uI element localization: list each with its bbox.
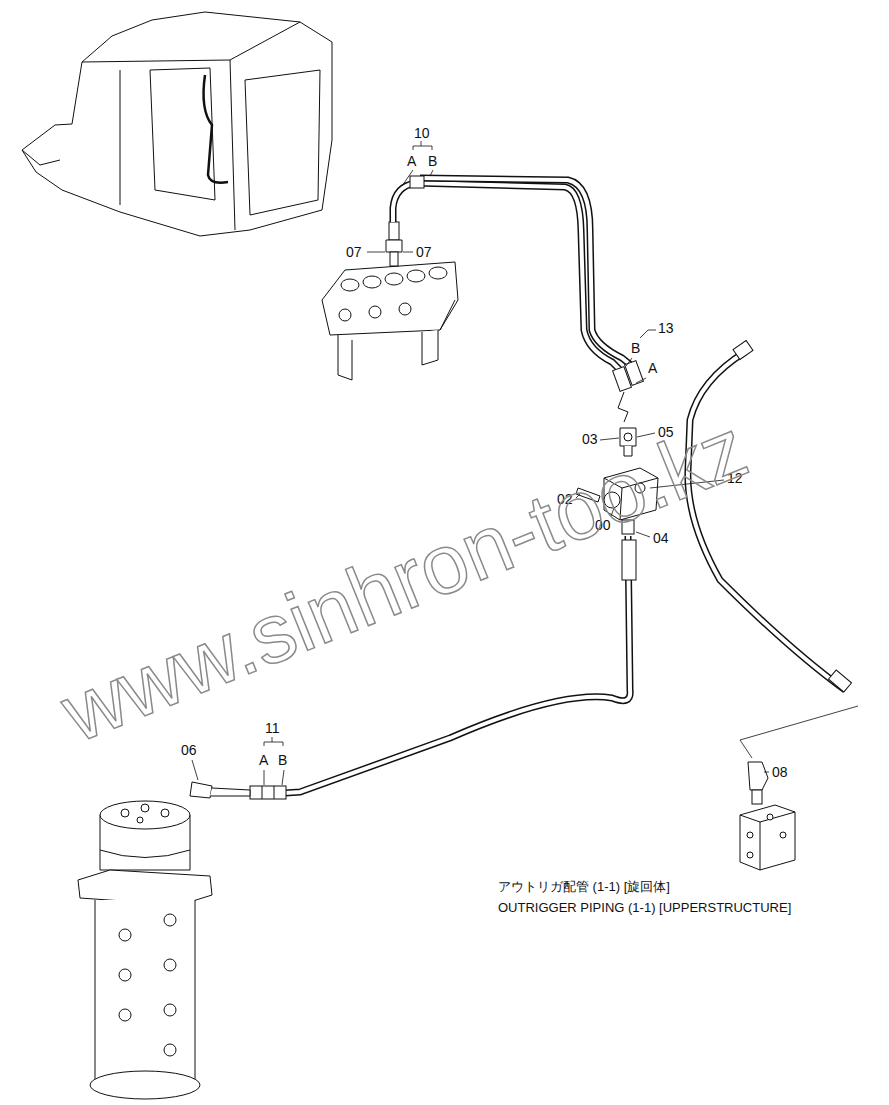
- cab-hose: [204, 75, 228, 183]
- sub-letter: A: [406, 153, 417, 169]
- valve-block: [322, 262, 458, 380]
- hose-right: [688, 340, 852, 692]
- elbow-08-and-block: [740, 762, 795, 870]
- sub-letter: B: [277, 752, 288, 768]
- sub-letter: B: [427, 153, 438, 169]
- callout-number: 08: [771, 764, 789, 780]
- coupler-13: [613, 361, 644, 422]
- leader-lines: [192, 141, 858, 785]
- sub-letter: A: [258, 752, 269, 768]
- caption-english: OUTRIGGER PIPING (1-1) [UPPERSTRUCTURE]: [497, 900, 792, 916]
- sub-letter: A: [647, 360, 658, 376]
- callout-number: 03: [581, 431, 599, 447]
- watermark: www.sinhron-too.kz: [50, 402, 759, 758]
- callout-number: 06: [180, 742, 198, 758]
- callout-number: 07: [415, 244, 433, 260]
- fitting-07: [386, 222, 402, 266]
- fitting-06: [190, 782, 250, 798]
- callout-number: 13: [657, 320, 675, 336]
- callout-number: 10: [413, 125, 431, 141]
- callout-number: 07: [345, 244, 363, 260]
- callout-number: 04: [652, 530, 670, 546]
- callout-number: 11: [264, 720, 281, 736]
- caption-japanese: アウトリガ配管 (1-1) [旋回体]: [497, 879, 671, 895]
- swivel-joint: [78, 801, 212, 1099]
- hose-10: [393, 176, 632, 372]
- sub-letter: B: [630, 340, 641, 356]
- cab-outline: [22, 12, 332, 236]
